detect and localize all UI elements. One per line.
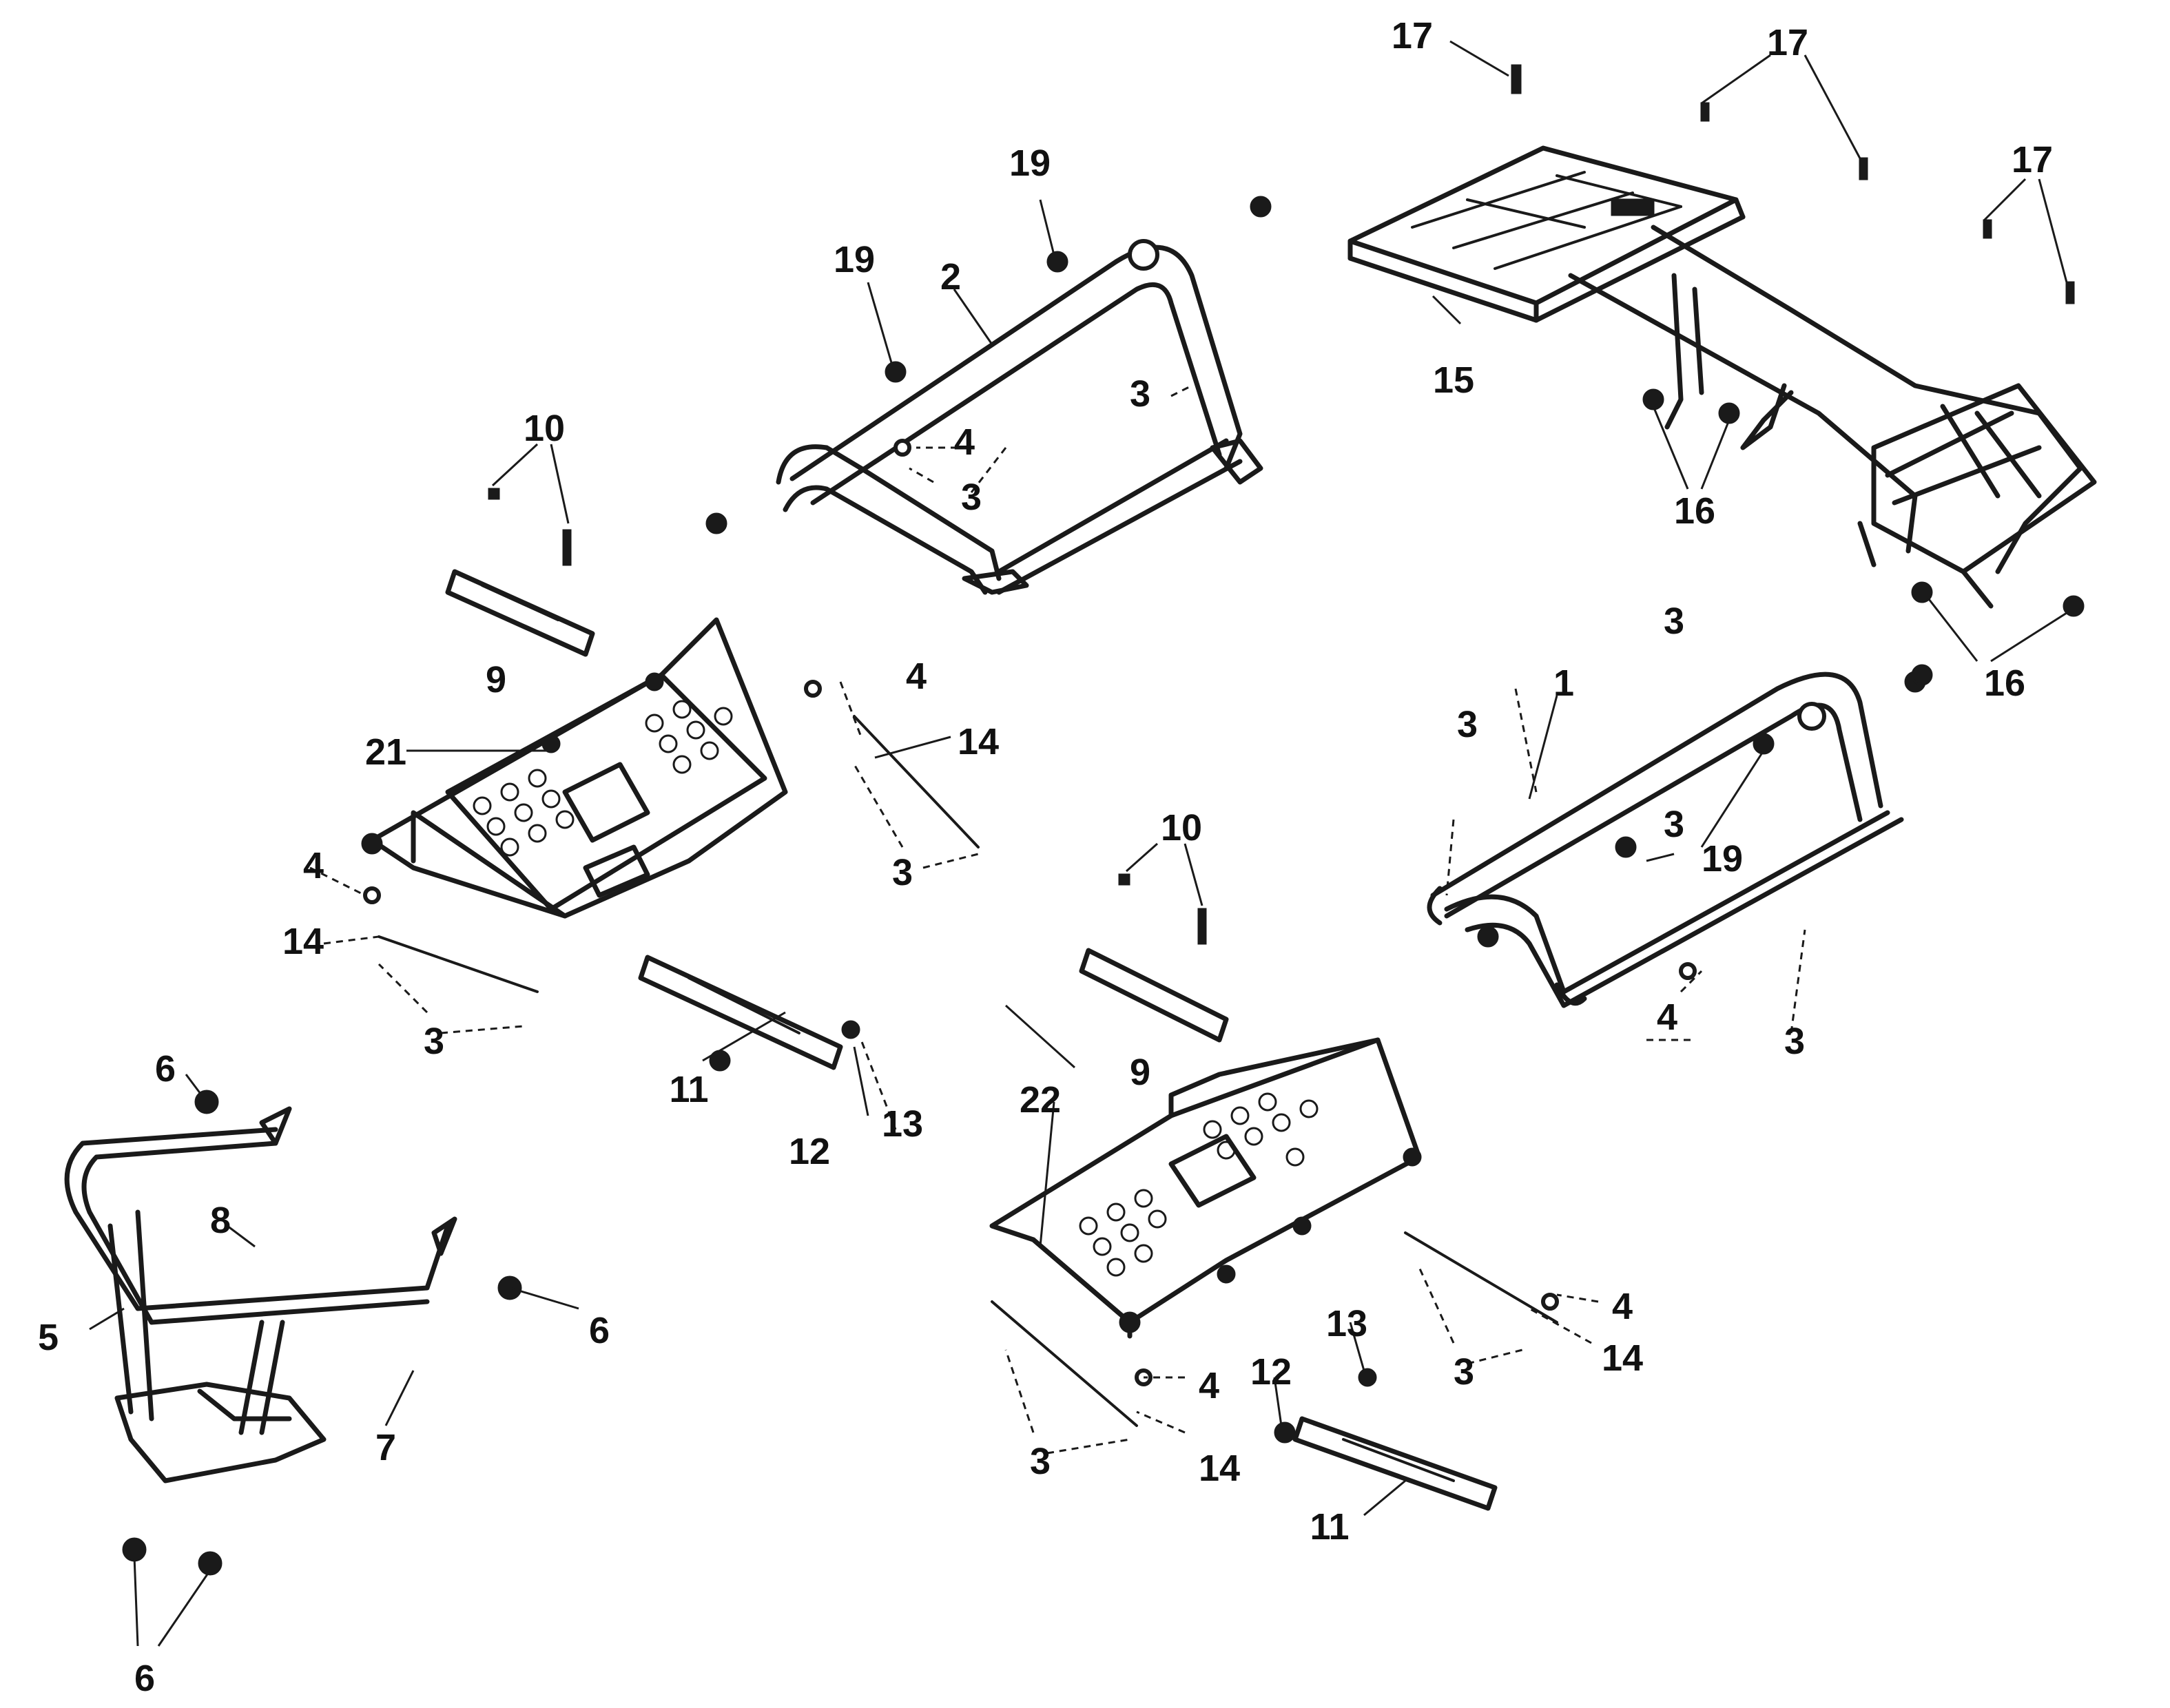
callout-10: 10 xyxy=(524,408,565,449)
callout-6: 6 xyxy=(589,1310,610,1351)
callout-22: 22 xyxy=(1020,1079,1061,1121)
callout-17: 17 xyxy=(1392,15,1433,56)
callout-1: 1 xyxy=(1553,663,1574,704)
middle-frame-bar xyxy=(776,239,1263,595)
callout-16: 16 xyxy=(1674,490,1715,532)
callout-3: 3 xyxy=(1454,1351,1474,1393)
callout-14: 14 xyxy=(282,921,324,962)
callout-19: 19 xyxy=(1702,838,1743,879)
front-bumper xyxy=(64,1106,457,1483)
callout-5: 5 xyxy=(38,1317,59,1358)
callout-11: 11 xyxy=(1310,1506,1349,1548)
callout-3: 3 xyxy=(1664,601,1684,642)
callout-13: 13 xyxy=(882,1103,923,1145)
callout-3: 3 xyxy=(1457,704,1478,745)
right-footboard xyxy=(989,1037,1422,1339)
callout-17: 17 xyxy=(2012,139,2053,180)
callout-3: 3 xyxy=(892,852,913,893)
callout-4: 4 xyxy=(303,845,324,886)
rear-rack xyxy=(1347,145,2097,609)
callout-14: 14 xyxy=(1602,1337,1643,1379)
callout-12: 12 xyxy=(1250,1351,1292,1393)
callout-3: 3 xyxy=(1030,1441,1051,1482)
right-footboard-grid xyxy=(1079,1092,1319,1277)
support-bracket-left xyxy=(638,955,843,1070)
callout-11: 11 xyxy=(669,1069,708,1110)
callout-15: 15 xyxy=(1433,360,1474,401)
callout-9: 9 xyxy=(486,659,506,700)
callout-13: 13 xyxy=(1326,1303,1367,1344)
callout-4: 4 xyxy=(1657,997,1677,1038)
leader-lines xyxy=(89,40,2068,1647)
callout-6: 6 xyxy=(134,1658,155,1699)
callout-7: 7 xyxy=(375,1427,396,1468)
callout-3: 3 xyxy=(424,1021,444,1062)
callout-6: 6 xyxy=(155,1048,176,1090)
callout-9: 9 xyxy=(1130,1052,1150,1093)
front-frame-bar xyxy=(1427,671,1904,1008)
callout-2: 2 xyxy=(940,256,961,298)
rods xyxy=(378,715,1558,1427)
left-footboard xyxy=(361,617,788,919)
footrest-bracket-right xyxy=(1079,948,1229,1043)
callout-3: 3 xyxy=(1664,804,1684,845)
callout-14: 14 xyxy=(1199,1448,1240,1489)
callout-19: 19 xyxy=(1009,143,1051,184)
callout-12: 12 xyxy=(789,1131,830,1172)
callout-16: 16 xyxy=(1984,663,2025,704)
callout-3: 3 xyxy=(961,477,982,518)
callout-3: 3 xyxy=(1130,373,1150,415)
fasteners xyxy=(122,64,2085,1576)
callout-17: 17 xyxy=(1767,22,1808,63)
callout-14: 14 xyxy=(958,721,999,762)
footrest-bracket-left xyxy=(445,569,595,657)
callout-8: 8 xyxy=(210,1200,231,1241)
callout-4: 4 xyxy=(1199,1365,1219,1406)
callout-4: 4 xyxy=(906,656,927,697)
callouts: 17 17 17 19 19 19 2 15 10 10 4 4 4 4 4 4… xyxy=(38,15,2053,1699)
left-footboard-grid xyxy=(473,700,733,857)
support-bracket-right xyxy=(1292,1416,1498,1511)
callout-4: 4 xyxy=(954,421,975,463)
callout-4: 4 xyxy=(1612,1286,1633,1327)
callout-10: 10 xyxy=(1161,807,1202,848)
callout-19: 19 xyxy=(834,239,875,280)
callout-21: 21 xyxy=(365,731,406,773)
callout-3: 3 xyxy=(1784,1021,1805,1062)
